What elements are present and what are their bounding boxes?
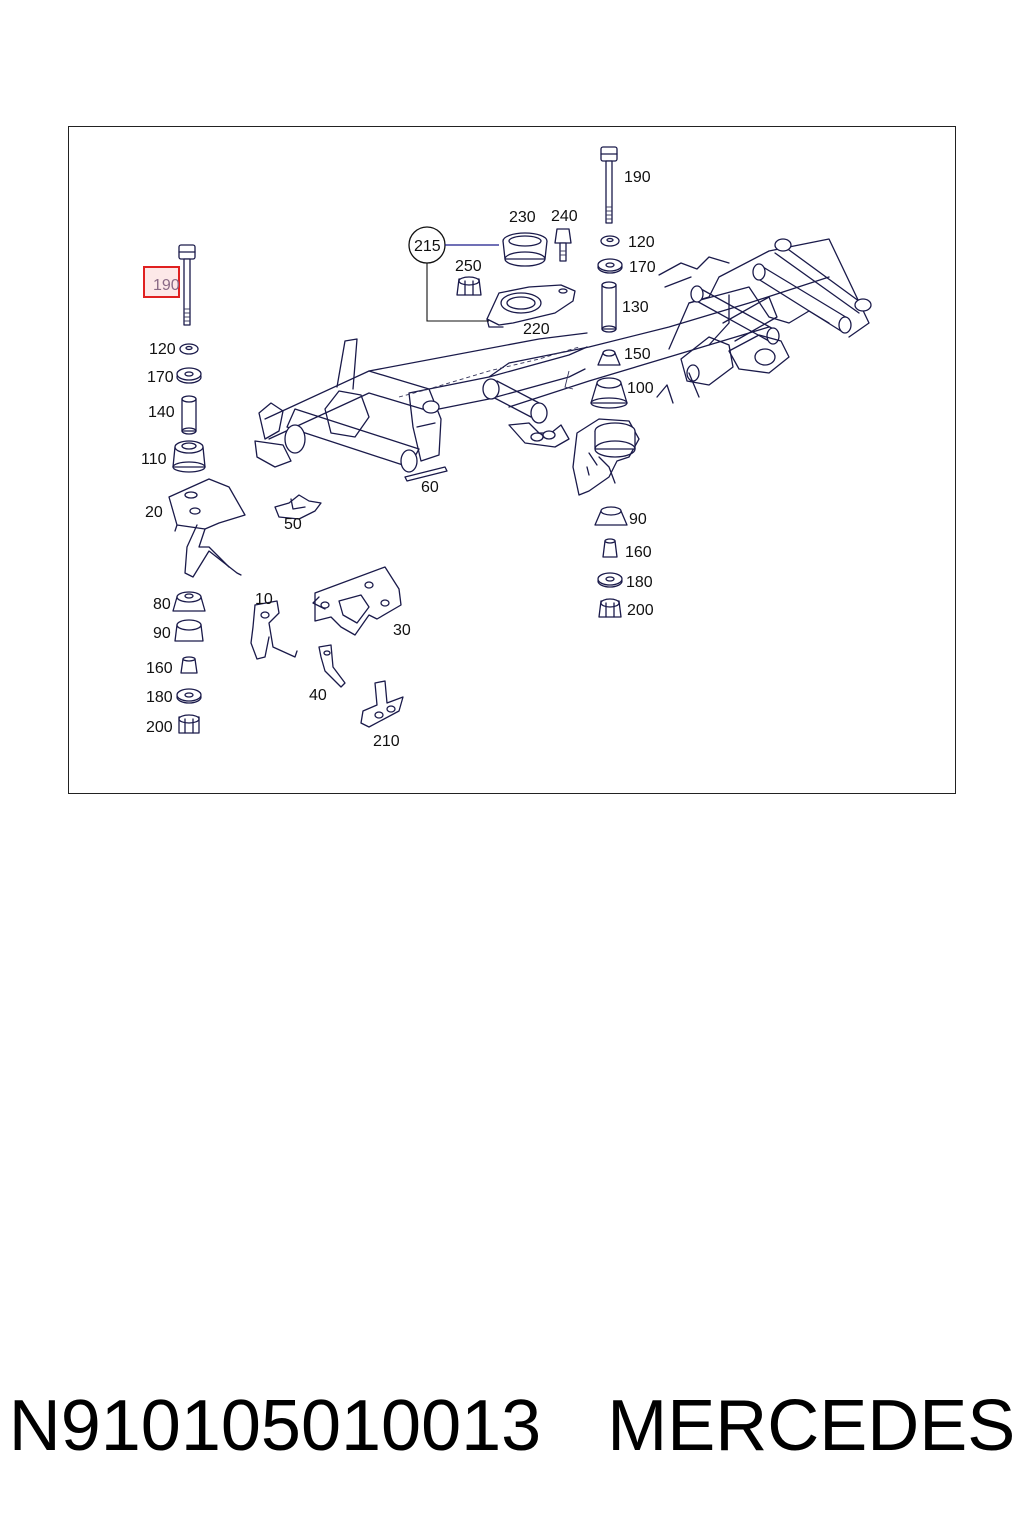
label-60[interactable]: 60 [421, 479, 439, 496]
label-210[interactable]: 210 [373, 733, 400, 750]
label-110[interactable]: 110 [141, 451, 167, 468]
label-170-left[interactable]: 170 [147, 369, 174, 386]
label-100[interactable]: 100 [627, 380, 654, 397]
label-200-left[interactable]: 200 [146, 719, 173, 736]
label-90-left[interactable]: 90 [153, 625, 171, 642]
label-120-left[interactable]: 120 [149, 341, 176, 358]
label-120-right[interactable]: 120 [628, 234, 655, 251]
label-220[interactable]: 220 [523, 321, 550, 338]
chassis-frame [254, 238, 872, 473]
label-160-left[interactable]: 160 [146, 660, 173, 677]
label-250[interactable]: 250 [455, 258, 482, 275]
label-215[interactable]: 215 [414, 238, 441, 255]
label-190-highlight[interactable]: 190 [153, 277, 180, 294]
label-150[interactable]: 150 [624, 346, 651, 363]
label-200-right[interactable]: 200 [627, 602, 654, 619]
label-180-left[interactable]: 180 [146, 689, 173, 706]
label-190-right[interactable]: 190 [624, 169, 651, 186]
exploded-view-drawing: 190 120 170 140 110 20 80 90 160 180 200… [141, 146, 872, 750]
label-10[interactable]: 10 [255, 591, 273, 608]
part-labels: 190 120 170 140 110 20 80 90 160 180 200… [141, 169, 656, 750]
footer-caption: N910105010013 MERCEDES [0, 1376, 1024, 1476]
label-160-right[interactable]: 160 [625, 544, 652, 561]
part-number: N910105010013 [8, 1386, 542, 1466]
mount-assembly-215 [408, 226, 576, 328]
label-90-right[interactable]: 90 [629, 511, 647, 528]
parts-diagram: 190 120 170 140 110 20 80 90 160 180 200… [68, 126, 956, 794]
label-180-right[interactable]: 180 [626, 574, 653, 591]
label-40[interactable]: 40 [309, 687, 327, 704]
label-50[interactable]: 50 [284, 516, 302, 533]
right-bolt-stack [572, 146, 640, 618]
label-230[interactable]: 230 [509, 209, 536, 226]
label-30[interactable]: 30 [393, 622, 411, 639]
label-140[interactable]: 140 [148, 404, 175, 421]
small-brackets [250, 466, 448, 728]
highlight-box [143, 266, 180, 298]
label-130[interactable]: 130 [622, 299, 649, 316]
label-80[interactable]: 80 [153, 596, 171, 613]
brand-name: MERCEDES [607, 1386, 1016, 1466]
label-240[interactable]: 240 [551, 208, 578, 225]
label-170-right[interactable]: 170 [629, 259, 656, 276]
left-bolt-stack [168, 244, 246, 734]
label-20[interactable]: 20 [145, 504, 163, 521]
